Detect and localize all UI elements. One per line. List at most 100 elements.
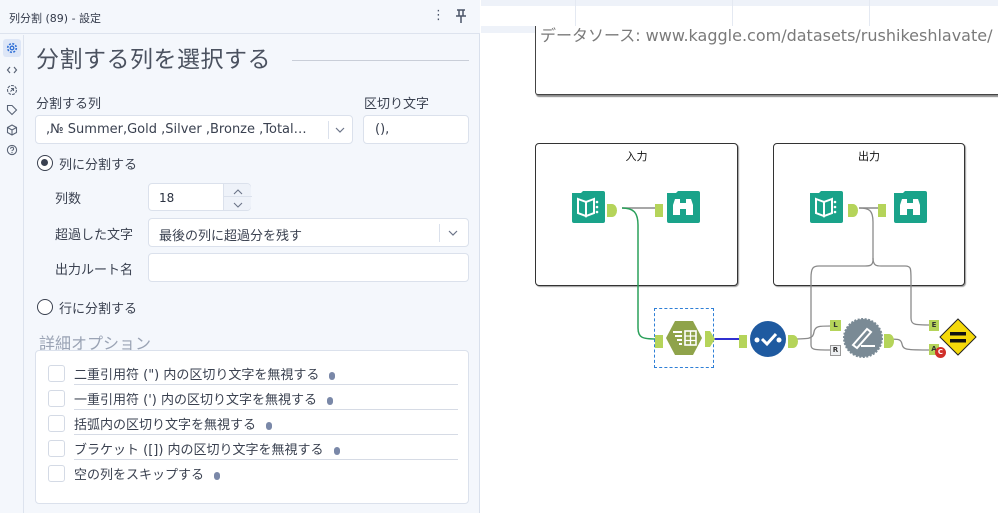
num-columns-label: 列数 [55,192,82,207]
num-columns-value: 18 [159,191,175,205]
comment-box[interactable]: データソース: www.kaggle.com/datasets/rushikes… [535,26,998,95]
info-icon[interactable] [266,421,273,430]
panel-title: 列分割 (89) - 設定 [9,12,102,25]
grid-line [575,0,576,33]
split-rows-radio[interactable] [37,299,53,315]
checkbox[interactable] [48,390,65,407]
input-anchor[interactable] [739,333,747,348]
option-underline [74,434,458,435]
select-tool[interactable] [749,320,787,358]
info-icon[interactable] [214,471,221,480]
output-anchor[interactable] [884,333,894,348]
checkbox[interactable] [48,440,65,457]
section-title: 分割する列を選択する [36,47,271,73]
delimiter-value: (), [375,122,390,137]
num-columns-stepper[interactable]: 18 [148,183,252,211]
option-label[interactable]: 括弧内の区切り文字を無視する [74,414,273,433]
extra-chars-value: 最後の列に超過分を残す [159,229,303,244]
help-icon [6,141,18,160]
advanced-options-title: 詳細オプション [39,334,152,353]
workflow-canvas[interactable]: データソース: www.kaggle.com/datasets/rushikes… [481,0,998,513]
test-tool[interactable] [939,318,977,356]
option-skip-empty-columns[interactable]: 空の列をスキップする [48,463,458,485]
split-rows-label[interactable]: 行に分割する [59,302,138,317]
option-ignore-double-quotes[interactable]: 二重引用符 (") 内の区切り文字を無視する [48,363,458,385]
code-icon [6,61,18,80]
split-columns-label[interactable]: 列に分割する [59,158,138,173]
option-label[interactable]: 二重引用符 (") 内の区切り文字を無視する [74,364,336,383]
delimiter-input[interactable]: (), [363,115,469,144]
book-icon [808,191,844,229]
binoculars-icon [665,191,701,229]
extra-chars-label: 超過した文字 [55,228,134,243]
option-label[interactable]: 一重引用符 (') 内の区切り文字を無視する [74,389,333,408]
rail-code[interactable] [3,61,21,79]
increment-button[interactable] [224,184,252,197]
info-icon[interactable] [329,371,336,380]
container-title: 出力 [858,150,880,163]
output-anchor[interactable] [788,333,798,348]
decrement-button[interactable] [224,197,252,210]
container-input[interactable]: 入力 [535,143,738,286]
dropdown-separator [439,224,440,242]
container-output[interactable]: 出力 [773,143,965,286]
more-options-icon[interactable]: ⋮ [432,8,445,23]
option-ignore-parentheses[interactable]: 括弧内の区切り文字を無視する [48,413,458,435]
column-label: 分割する列 [36,97,102,112]
output-anchor[interactable] [607,202,617,217]
cube-icon [6,121,18,140]
pin-icon[interactable] [453,8,469,24]
rail-metadata[interactable] [3,121,21,139]
rail-annotation[interactable] [3,81,21,99]
checkbox[interactable] [48,365,65,382]
option-ignore-brackets[interactable]: ブラケット ([]) 内の区切り文字を無視する [48,438,458,460]
browse-tool-1[interactable] [665,189,701,225]
configuration-panel: 列分割 (89) - 設定 ⋮ [0,0,480,513]
chevron-down-icon [232,194,244,213]
stepper-buttons [223,184,252,210]
output-root-input[interactable] [148,253,469,282]
tag-icon [6,101,18,120]
checkbox[interactable] [48,465,65,482]
option-label[interactable]: ブラケット ([]) 内の区切り文字を無視する [74,439,340,458]
output-root-label: 出力ルート名 [55,263,134,278]
rail-tags[interactable] [3,101,21,119]
test-expected-anchor[interactable]: E [929,320,939,331]
option-underline [74,459,458,460]
option-underline [74,384,458,385]
delimiter-label: 区切り文字 [364,97,430,112]
test-actual-anchor[interactable]: A [929,344,939,355]
info-icon[interactable] [326,396,333,405]
chevron-down-icon [446,226,460,240]
input-anchor[interactable] [655,202,663,217]
rail-configuration[interactable] [3,39,21,57]
checkmark-icon [749,321,787,362]
input-data-tool-1[interactable] [570,189,606,225]
panel-header: 列分割 (89) - 設定 ⋮ [0,0,480,34]
text-to-columns-tool[interactable] [654,308,715,368]
equals-diamond-icon [939,318,977,360]
output-anchor[interactable] [705,331,715,351]
split-columns-radio[interactable] [37,155,53,171]
option-ignore-single-quotes[interactable]: 一重引用符 (') 内の区切り文字を無視する [48,388,458,410]
chevron-up-icon [232,181,244,200]
canvas-toolbar [481,0,998,6]
option-label[interactable]: 空の列をスキップする [74,464,221,483]
section-divider [292,60,469,61]
pen-gear-icon [843,318,883,362]
extra-chars-dropdown[interactable]: 最後の列に超過分を残す [148,218,469,247]
rail-help[interactable] [3,141,21,159]
input-data-tool-2[interactable] [808,189,844,225]
browse-tool-2[interactable] [892,189,928,225]
input-anchor[interactable] [878,202,886,217]
side-rail [0,35,24,513]
info-icon[interactable] [333,446,340,455]
join-right-anchor[interactable]: R [830,345,841,356]
canvas-tab-strip [481,6,998,26]
column-dropdown[interactable]: ,№ Summer,Gold ,Silver ,Bronze ,Total… [35,115,353,144]
output-anchor[interactable] [848,202,858,217]
join-left-anchor[interactable]: L [830,320,841,331]
checkbox[interactable] [48,415,65,432]
join-compare-tool[interactable] [843,318,883,358]
input-anchor[interactable] [655,333,663,352]
